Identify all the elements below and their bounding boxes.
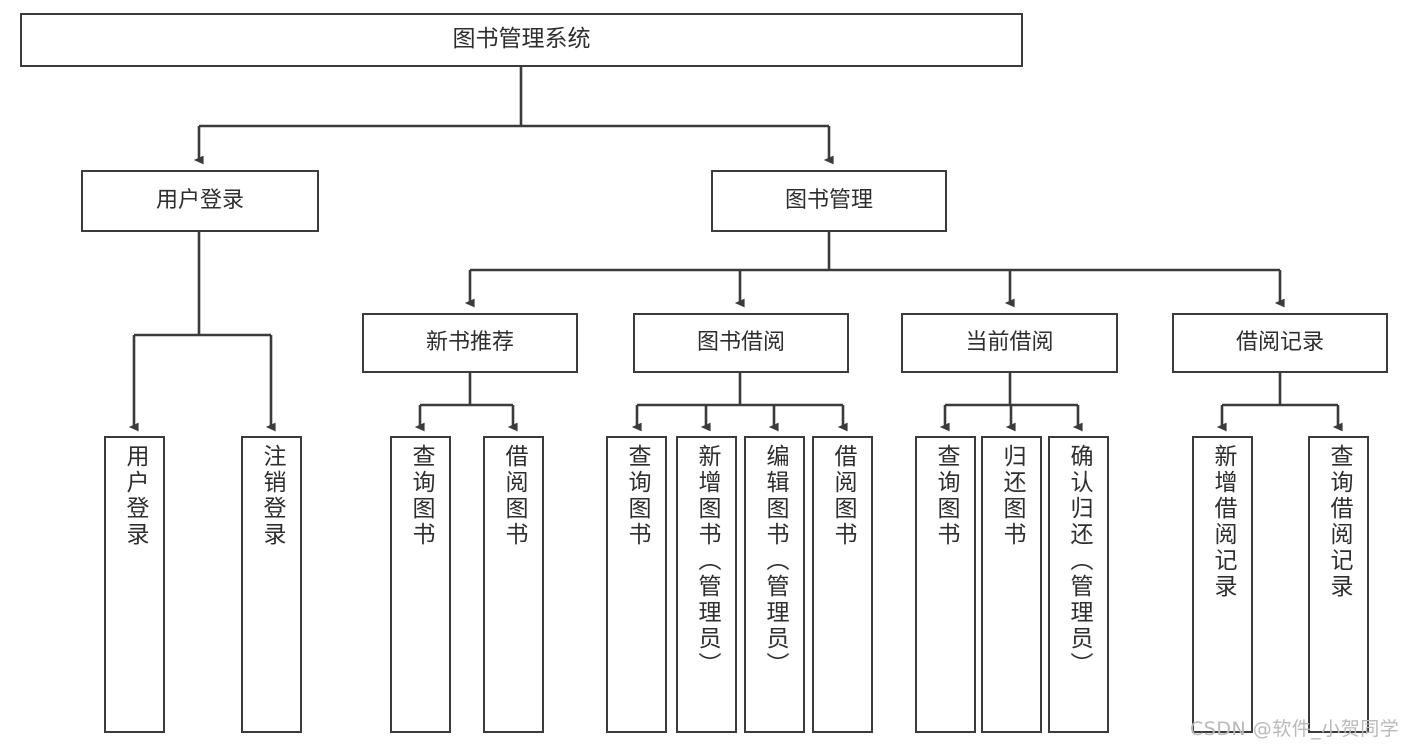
node-book-borrow-label: 图书借阅 [696, 330, 785, 356]
node-new-book-recommend-label: 新书推荐 [425, 330, 514, 356]
leaf-book-borrow-add[interactable]: 新增图书（管理员） [676, 436, 737, 733]
leaf-user-login-signout[interactable]: 注销登录 [241, 436, 302, 733]
leaf-current-borrow-confirm[interactable]: 确认归还（管理员） [1048, 436, 1109, 733]
leaf-current-borrow-return-label: 归还图书 [999, 444, 1025, 548]
leaf-user-login-signout-label: 注销登录 [259, 444, 285, 548]
node-new-book-recommend[interactable]: 新书推荐 [362, 313, 578, 373]
leaf-book-borrow-query-label: 查询图书 [624, 444, 650, 548]
leaf-book-borrow-lend-label: 借阅图书 [830, 444, 856, 548]
leaf-current-borrow-query-label: 查询图书 [933, 444, 959, 548]
leaf-user-login-signin-label: 用户登录 [122, 444, 148, 548]
node-user-login[interactable]: 用户登录 [81, 170, 319, 232]
leaf-book-borrow-lend[interactable]: 借阅图书 [812, 436, 873, 733]
leaf-book-borrow-add-label: 新增图书（管理员） [694, 444, 720, 678]
node-book-management[interactable]: 图书管理 [711, 170, 947, 232]
leaf-borrow-record-add-label: 新增借阅记录 [1210, 444, 1236, 600]
leaf-new-book-borrow[interactable]: 借阅图书 [483, 436, 544, 733]
node-current-borrow[interactable]: 当前借阅 [901, 313, 1118, 373]
node-book-management-label: 图书管理 [784, 188, 873, 214]
leaf-current-borrow-query[interactable]: 查询图书 [915, 436, 976, 733]
leaf-borrow-record-query-label: 查询借阅记录 [1326, 444, 1352, 600]
node-book-borrow[interactable]: 图书借阅 [633, 313, 849, 373]
csdn-watermark: CSDN @软件_小贺同学 [1190, 718, 1400, 740]
leaf-book-borrow-query[interactable]: 查询图书 [606, 436, 667, 733]
node-borrow-record-label: 借阅记录 [1235, 330, 1324, 356]
leaf-user-login-signin[interactable]: 用户登录 [104, 436, 165, 733]
node-borrow-record[interactable]: 借阅记录 [1172, 313, 1388, 373]
leaf-new-book-query[interactable]: 查询图书 [390, 436, 451, 733]
leaf-borrow-record-query[interactable]: 查询借阅记录 [1308, 436, 1369, 733]
node-root-label: 图书管理系统 [452, 26, 591, 53]
node-user-login-label: 用户登录 [155, 188, 244, 214]
node-root[interactable]: 图书管理系统 [20, 13, 1023, 67]
node-current-borrow-label: 当前借阅 [965, 330, 1054, 356]
leaf-new-book-query-label: 查询图书 [408, 444, 434, 548]
leaf-book-borrow-edit[interactable]: 编辑图书（管理员） [744, 436, 805, 733]
leaf-new-book-borrow-label: 借阅图书 [501, 444, 527, 548]
leaf-current-borrow-return[interactable]: 归还图书 [981, 436, 1042, 733]
leaf-current-borrow-confirm-label: 确认归还（管理员） [1066, 444, 1092, 678]
leaf-borrow-record-add[interactable]: 新增借阅记录 [1192, 436, 1253, 733]
leaf-book-borrow-edit-label: 编辑图书（管理员） [762, 444, 788, 678]
